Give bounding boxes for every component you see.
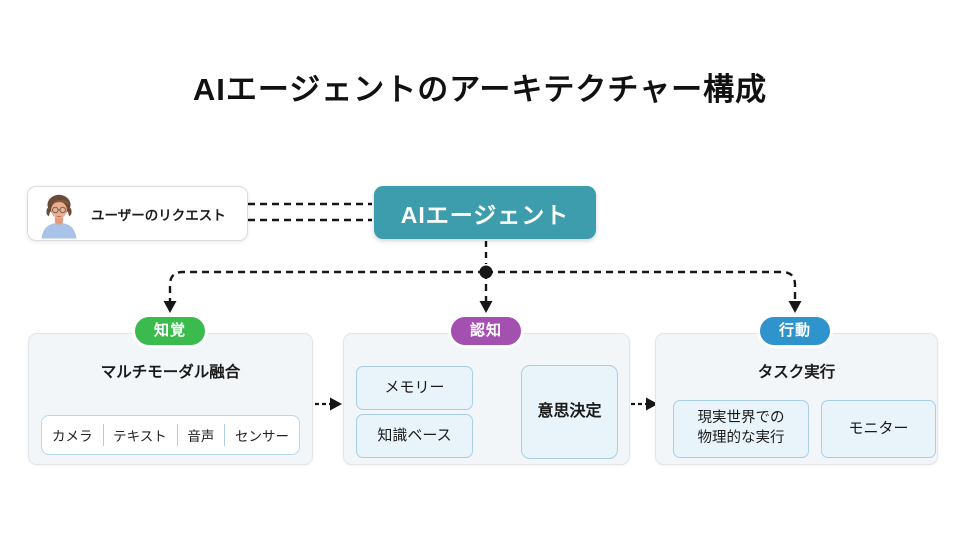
decision-chip: 意思決定 [521,365,618,459]
agent-box: AIエージェント [374,186,596,239]
sensor-row: カメラ テキスト 音声 センサー [41,415,300,455]
stage-pill-cognition: 認知 [447,314,525,348]
stage-box-cognition: メモリー 知識ベース 意思決定 [343,333,630,465]
sensor-divider [224,424,225,446]
agent-label: AIエージェント [400,201,570,228]
physical-execution-chip: 現実世界での 物理的な実行 [673,400,809,458]
monitor-chip: モニター [821,400,936,458]
sensor-item-camera: カメラ [52,429,93,444]
memory-chip: メモリー [356,366,473,410]
arrowhead-perception [163,301,177,313]
arrowhead-action [788,301,802,313]
connector-user-to-agent [248,202,372,222]
stage-box-action: タスク実行 現実世界での 物理的な実行 モニター [655,333,938,465]
stage-pill-perception: 知覚 [131,314,209,348]
sensor-item-audio: 音声 [187,429,215,444]
sensor-divider [176,424,178,446]
stage-box-perception: マルチモーダル融合 カメラ テキスト 音声 センサー [28,333,313,465]
stage-pill-action: 行動 [756,314,834,348]
hub-junction-dot [479,265,493,279]
user-request-label: ユーザーのリクエスト [91,207,226,223]
sensor-item-text: テキスト [113,429,167,444]
arrowhead-box2-box3 [646,397,658,411]
perception-title: マルチモーダル融合 [100,364,241,381]
user-request-box: ユーザーのリクエスト [27,186,248,241]
arrowhead-box1-box2 [330,397,342,411]
action-title: タスク実行 [757,364,836,381]
knowledge-base-chip: 知識ベース [356,414,473,458]
stage-pill-action-label: 行動 [778,322,812,339]
stage-pill-cognition-label: 認知 [469,322,503,339]
sensor-divider [102,424,104,446]
page-title: AIエージェントのアーキテクチャー構成 [192,72,768,107]
stage-pill-perception-label: 知覚 [153,322,187,339]
user-avatar-icon [36,192,82,239]
arrowhead-cognition [479,301,493,313]
sensor-item-sensor: センサー [234,429,289,444]
